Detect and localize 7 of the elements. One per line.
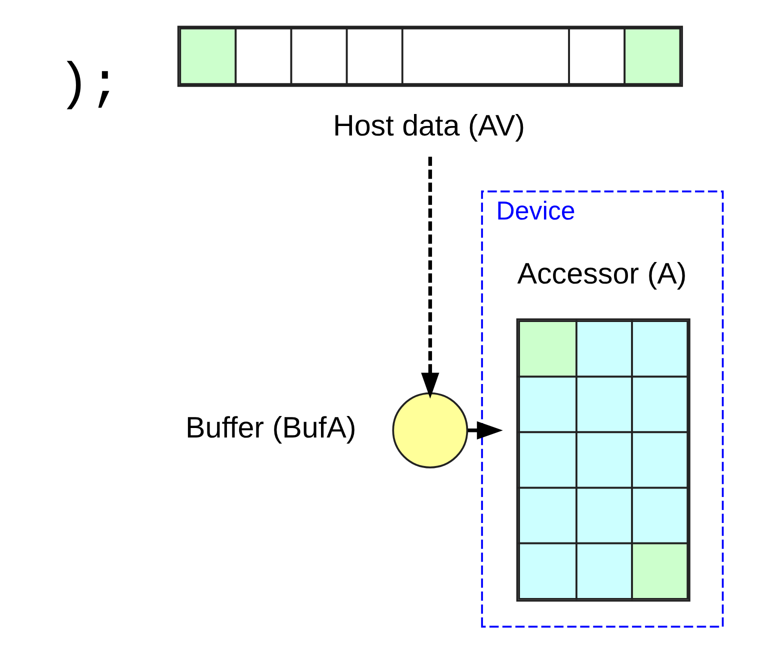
node-label: Buffer (BufA) [186, 411, 356, 444]
node-label: Accessor (A) [517, 258, 687, 291]
node-label: Host data (AV) [332, 110, 526, 143]
arrow [468, 421, 503, 440]
node-circle [392, 392, 468, 468]
arrow [421, 156, 440, 399]
label: ); [58, 56, 121, 115]
